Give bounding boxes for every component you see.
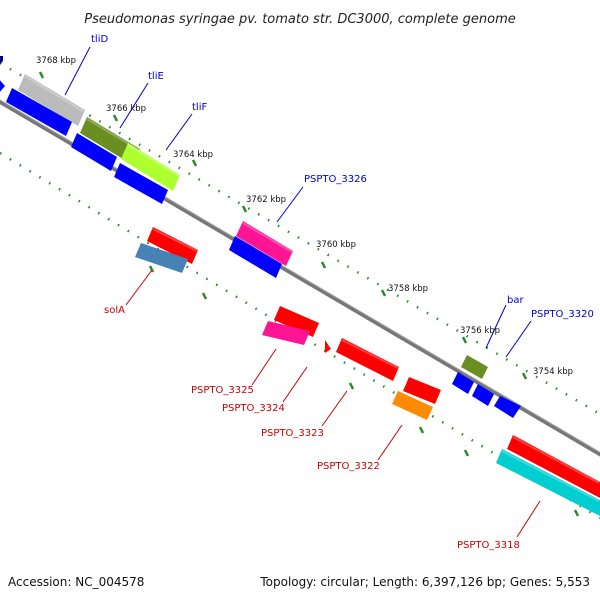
gene-label-PSPTO-3324[interactable]: PSPTO_3324 [222,403,285,414]
leader-line [282,366,308,403]
kbp-tick-labels: 3768 kbp 3766 kbp 3764 kbp 3762 kbp 3760… [36,56,573,377]
cds-red-arrow[interactable] [274,306,319,337]
cds-blue-arrow[interactable] [472,384,494,406]
leader-line [505,320,532,358]
leader-line [251,348,277,386]
leader-line [125,269,153,306]
cds-red-arrow[interactable] [147,227,198,264]
cds-navy-edge[interactable] [0,56,3,66]
cds-red-arrow[interactable] [403,377,441,404]
tick-label: 3764 kbp [173,150,213,160]
gene-tliF-arrow[interactable] [121,143,180,191]
gene-PSPTO-3324-arrow[interactable] [325,340,331,353]
cds-blue-arrow[interactable] [229,236,282,278]
cds-blue-arrow[interactable] [71,133,117,171]
cds-red-arrow[interactable] [507,435,600,498]
genome-summary-text: Topology: circular; Length: 6,397,126 bp… [259,575,590,589]
bottom-gene-labels: solA PSPTO_3325 PSPTO_3324 PSPTO_3323 PS… [104,269,541,551]
gene-PSPTO-3323-arrow[interactable] [336,338,399,381]
bottom-strand-features [135,227,600,516]
gene-label-PSPTO-3322[interactable]: PSPTO_3322 [317,461,380,472]
gene-tliD-arrow[interactable] [18,74,85,126]
bevel-highlights [24,75,600,502]
gene-label-tliD[interactable]: tliD [91,34,108,45]
gene-label-tliE[interactable]: tliE [148,71,164,82]
gene-label-PSPTO-3318[interactable]: PSPTO_3318 [457,540,520,551]
map-title: Pseudomonas syringae pv. tomato str. DC3… [84,12,516,27]
gene-label-solA[interactable]: solA [104,305,125,316]
top-strand-features [0,56,521,418]
gene-label-PSPTO-3326[interactable]: PSPTO_3326 [304,174,367,185]
leader-line [165,113,193,151]
major-ticks [38,71,580,517]
accession-text: Accession: NC_004578 [8,575,144,589]
leader-line [119,82,149,129]
cds-blue-arrow[interactable] [494,396,521,418]
cds-blue-edge[interactable] [0,78,5,94]
gene-label-tliF[interactable]: tliF [192,102,207,113]
gene-bar-arrow[interactable] [461,355,488,379]
tick-label: 3756 kbp [460,326,500,336]
cds-blue-arrow[interactable] [452,372,474,394]
gene-PSPTO-3325-arrow[interactable] [262,321,310,345]
gene-PSPTO-3326-arrow[interactable] [236,221,293,266]
cds-blue-arrow[interactable] [6,88,72,136]
gene-PSPTO-3318-arrow[interactable] [496,449,600,516]
leader-line [516,500,541,538]
leader-line [377,424,403,461]
tick-label: 3762 kbp [246,195,286,205]
leader-line [485,304,507,349]
leader-line [276,186,304,223]
tick-rows [0,61,600,520]
tick-label: 3768 kbp [36,56,76,66]
gene-PSPTO-3322-arrow[interactable] [392,391,433,420]
tick-label: 3760 kbp [316,240,356,250]
gene-label-PSPTO-3320[interactable]: PSPTO_3320 [531,309,594,320]
outer-tick-row [0,61,600,416]
gene-label-bar[interactable]: bar [507,295,524,306]
gene-solA-arrow[interactable] [135,243,188,273]
tick-label: 3754 kbp [533,367,573,377]
cds-blue-arrow[interactable] [114,163,168,204]
top-gene-labels: tliD tliE tliF PSPTO_3326 bar PSPTO_3320 [64,34,594,358]
gene-label-PSPTO-3325[interactable]: PSPTO_3325 [191,385,254,396]
leader-line [64,46,91,96]
tick-label: 3766 kbp [106,104,146,114]
leader-line [321,390,348,427]
tick-label: 3758 kbp [388,284,428,294]
gene-label-PSPTO-3323[interactable]: PSPTO_3323 [261,428,324,439]
